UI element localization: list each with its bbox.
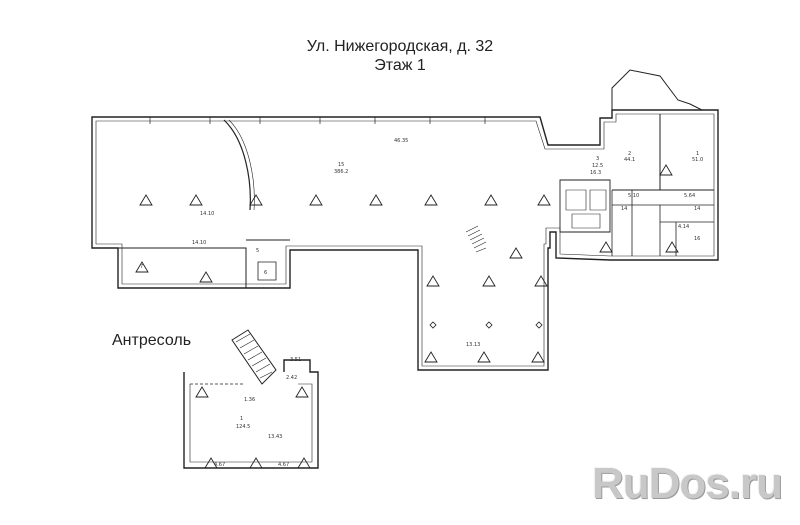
dimension-label: 3.51 — [290, 357, 301, 363]
column-marker — [534, 275, 548, 287]
room-number: 14 — [621, 206, 627, 212]
room-number: 7 — [140, 264, 143, 270]
small-diamond — [535, 321, 543, 329]
dimension-label: 1.36 — [244, 397, 255, 403]
core-inner — [565, 189, 607, 229]
room-7-wall — [118, 247, 247, 288]
column-marker — [599, 241, 613, 253]
curved-wall-inner — [228, 119, 255, 211]
column-marker — [424, 194, 438, 206]
dimension-label: 5.10 — [628, 193, 639, 199]
column-marker — [531, 351, 545, 363]
dimension-label: 14.10 — [200, 211, 214, 217]
room-number: 3 — [596, 156, 599, 162]
small-diamond — [485, 321, 493, 329]
outer-wall-inner — [95, 113, 715, 367]
dimension-label: 13.13 — [466, 342, 480, 348]
dimension-label: 4.67 — [278, 462, 289, 468]
room-6-box — [257, 261, 277, 281]
room-number: 2 — [628, 151, 631, 157]
room-number: 1 — [696, 151, 699, 157]
small-diamond — [429, 321, 437, 329]
column-marker — [537, 194, 551, 206]
column-marker — [249, 194, 263, 206]
column-marker — [482, 275, 496, 287]
dimension-label: 2.42 — [286, 375, 297, 381]
room-number: 14 — [694, 206, 700, 212]
column-marker — [204, 457, 218, 469]
column-marker — [309, 194, 323, 206]
mezzanine-inner — [189, 383, 313, 463]
column-marker — [659, 164, 673, 176]
column-marker — [477, 351, 491, 363]
mezzanine-stair — [231, 329, 277, 385]
partition-3 — [660, 204, 714, 256]
partition-4 — [611, 190, 661, 256]
dimension-label: 13.43 — [268, 434, 282, 440]
core-walls — [559, 179, 611, 233]
room-number: 1 — [240, 416, 243, 422]
area-label: 12.5 — [592, 163, 603, 169]
wall-tick — [149, 117, 486, 124]
entrance-bay — [611, 69, 703, 111]
dimension-label: 5.64 — [684, 193, 695, 199]
column-marker — [195, 386, 209, 398]
area-label: 44.1 — [624, 157, 635, 163]
column-marker — [135, 261, 149, 273]
dimension-label: 46.35 — [394, 138, 408, 144]
watermark-logo: RuDos.ru — [592, 459, 783, 508]
mezzanine-label: Антресоль — [112, 332, 192, 349]
column-marker — [426, 275, 440, 287]
room-number: 5 — [256, 248, 259, 254]
column-marker — [189, 194, 203, 206]
mezzanine-wall — [183, 359, 319, 469]
curved-wall — [223, 119, 251, 211]
column-marker — [295, 386, 309, 398]
column-marker — [484, 194, 498, 206]
column-marker — [369, 194, 383, 206]
column-marker — [665, 241, 679, 253]
column-marker — [139, 194, 153, 206]
floor-title: Этаж 1 — [374, 57, 426, 74]
mezz-stair-hatch — [235, 333, 273, 379]
main-stair-hatch — [465, 225, 487, 253]
room-number: 15 — [338, 162, 344, 168]
column-marker — [424, 351, 438, 363]
column-marker — [199, 271, 213, 283]
area-label: 124.5 — [236, 424, 250, 430]
area-label: 51.0 — [692, 157, 703, 163]
area-label: 16.3 — [590, 170, 601, 176]
dimension-label: 4.14 — [678, 224, 689, 230]
column-marker — [297, 457, 311, 469]
area-label: 386.2 — [334, 169, 348, 175]
column-marker — [249, 457, 263, 469]
outer-wall — [91, 109, 719, 371]
room-number: 6 — [264, 270, 267, 276]
column-marker — [509, 247, 523, 259]
room-number: 16 — [694, 236, 700, 242]
dimension-label: 4.67 — [214, 462, 225, 468]
address-title: Ул. Нижегородская, д. 32 — [306, 38, 494, 55]
dimension-label: 14.10 — [192, 240, 206, 246]
